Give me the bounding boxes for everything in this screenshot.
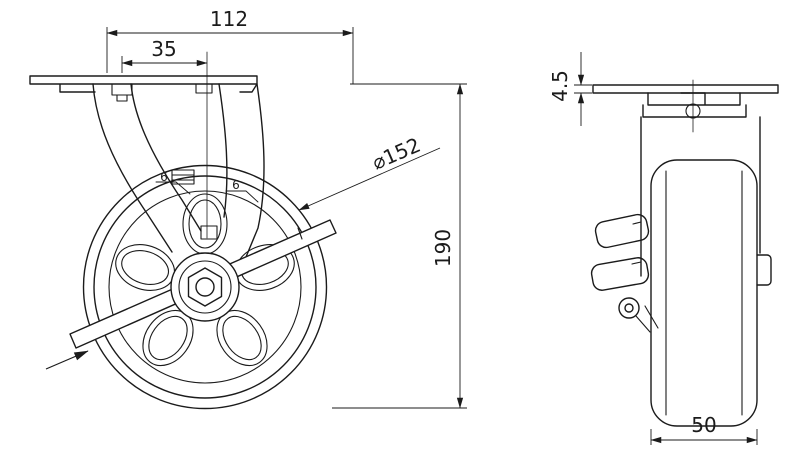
weld-mark-left: 6 bbox=[160, 170, 168, 184]
weld-mark-right: 6 bbox=[232, 178, 240, 192]
wheel-hub bbox=[170, 252, 240, 322]
brake-pivot-bolt bbox=[618, 297, 640, 319]
front-dimensions bbox=[45, 27, 467, 409]
weld-mark-leaders bbox=[155, 181, 259, 203]
tire-inner-circle bbox=[93, 175, 317, 399]
brake-pedal-assembly bbox=[590, 213, 659, 333]
tire-outer-circle bbox=[82, 164, 328, 410]
rim-circle bbox=[108, 190, 302, 384]
dim-extension-lines-front bbox=[106, 27, 467, 409]
fork-side-profile bbox=[640, 116, 761, 277]
front-dimension-labels: 112 35 ⌀152 190 6 6 bbox=[151, 7, 455, 267]
wheel-side-profile bbox=[650, 159, 758, 427]
dim-112-label: 112 bbox=[210, 7, 248, 31]
hub-inner-circle bbox=[178, 260, 232, 314]
fork-left-leg bbox=[92, 83, 202, 253]
dim-50-label: 50 bbox=[691, 413, 716, 437]
spoke-cutout bbox=[115, 244, 175, 291]
side-dimensions bbox=[574, 52, 758, 445]
brake-lever-step bbox=[297, 227, 303, 240]
diameter-leader-line bbox=[298, 147, 441, 211]
side-dimension-labels: 4.5 50 bbox=[548, 70, 717, 437]
tire-tread-lines bbox=[665, 170, 743, 416]
dim-diameter-label: ⌀152 bbox=[368, 133, 424, 175]
fork-right-leg bbox=[218, 83, 265, 258]
mounting-plate-side bbox=[592, 84, 779, 94]
axle-center-hole bbox=[195, 277, 215, 297]
brake-pedal-upper-tab bbox=[594, 213, 650, 249]
swivel-bearing-stack bbox=[642, 92, 747, 118]
wheel-pointer-arrow bbox=[45, 350, 89, 370]
brake-pedal-lower-tab bbox=[590, 257, 650, 291]
mounting-plate-front bbox=[29, 75, 258, 93]
axle-nut-hexagon bbox=[187, 267, 223, 307]
brake-pivot-bolt-center bbox=[624, 303, 634, 313]
front-view bbox=[29, 51, 337, 410]
plate-bolt-details bbox=[111, 83, 213, 102]
axle-nut-side bbox=[756, 254, 772, 286]
dim-4-5-label: 4.5 bbox=[548, 70, 572, 102]
dim-190-label: 190 bbox=[431, 229, 455, 267]
brake-mechanism-detail bbox=[171, 169, 218, 240]
spoke-cutout bbox=[182, 193, 228, 255]
dim-35-label: 35 bbox=[151, 37, 176, 61]
side-view bbox=[590, 79, 779, 427]
brake-linkage-lines bbox=[631, 221, 659, 333]
